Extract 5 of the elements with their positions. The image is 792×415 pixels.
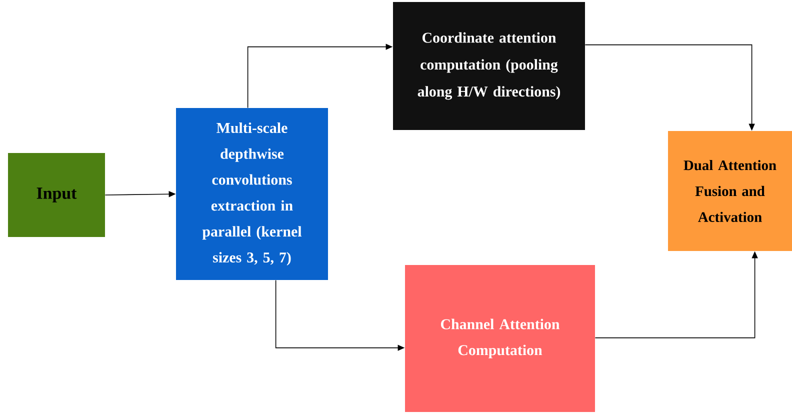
process-box: Coordinate attention computation (pooling along H/W directions) bbox=[393, 2, 585, 130]
process-box: Multi-scale depthwise convolutions extraction in parallel (kernel sizes 3, 5, 7) bbox=[176, 108, 328, 280]
process-box: Dual Attention Fusion and Activation bbox=[668, 131, 792, 251]
process-box: Channel Attention Computation bbox=[405, 265, 595, 412]
process-box: Input bbox=[8, 153, 105, 237]
